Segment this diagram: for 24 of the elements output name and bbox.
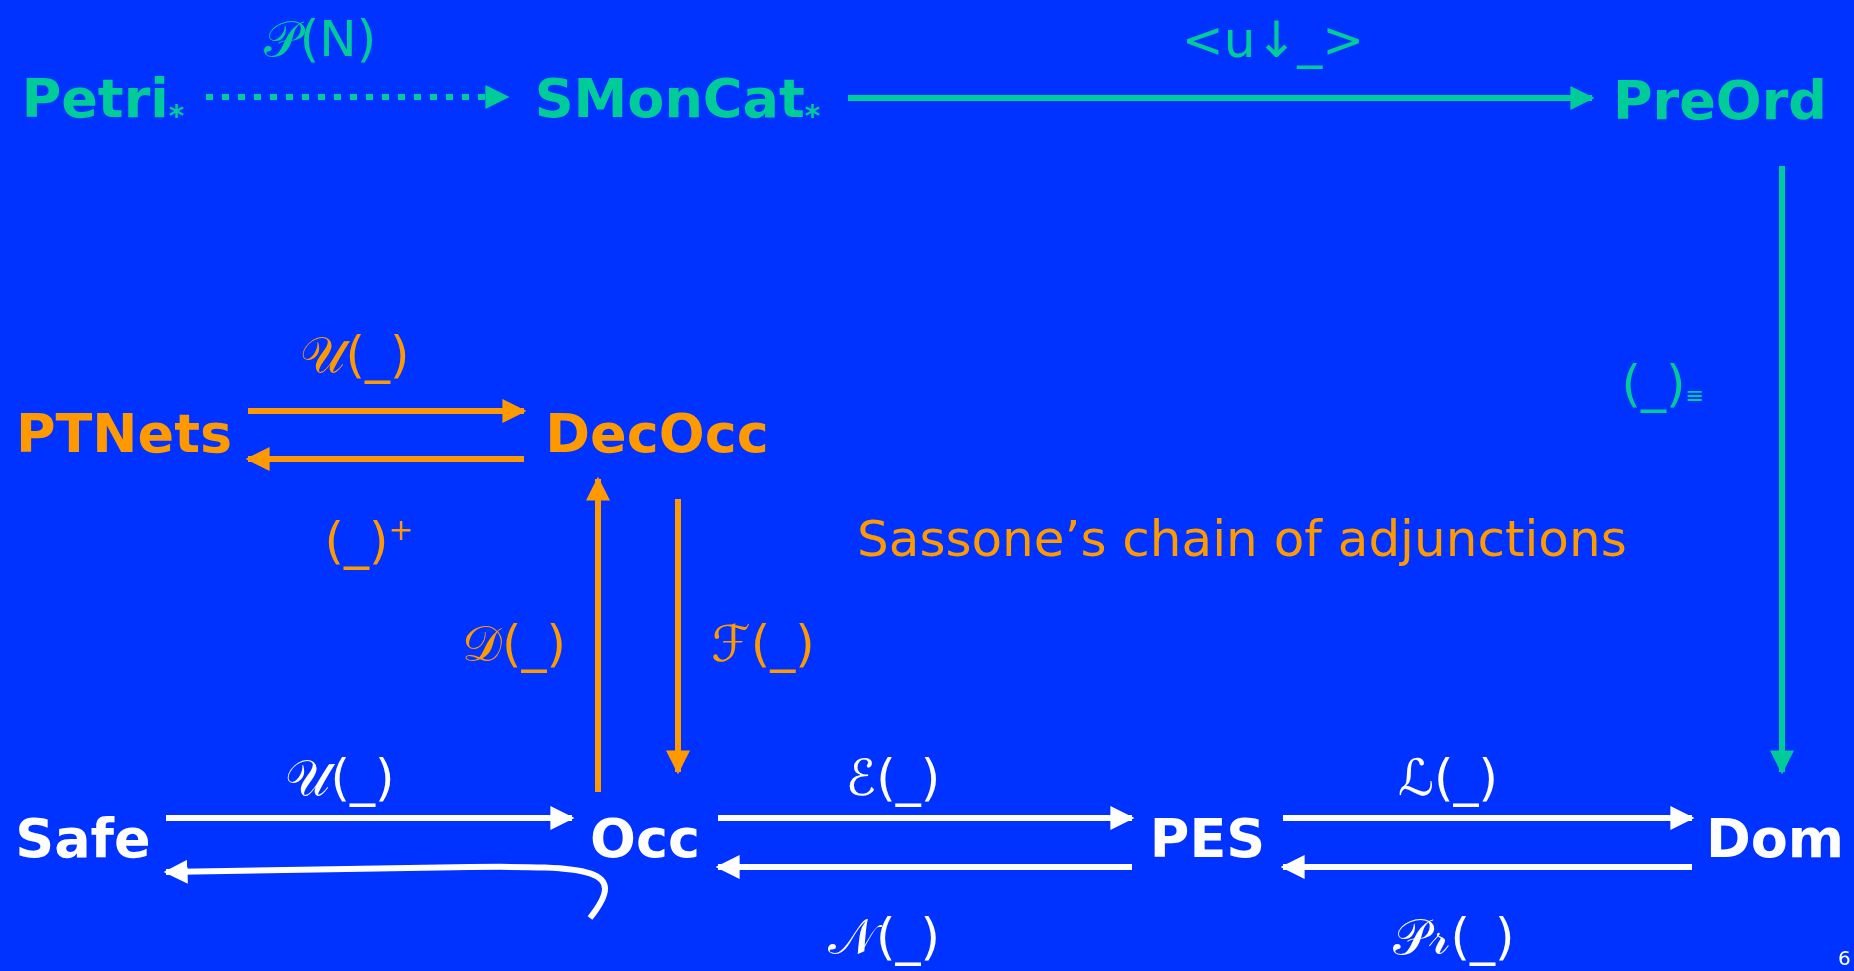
arrow	[206, 85, 510, 109]
category-label: PES	[1140, 800, 1275, 876]
arrow	[163, 859, 608, 920]
arrow	[248, 399, 527, 423]
arrow	[1770, 166, 1794, 775]
diagram-caption: Sassone’s chain of adjunctions	[857, 510, 1627, 568]
arrow	[848, 86, 1595, 110]
arrow	[1280, 855, 1692, 879]
arrow	[666, 499, 690, 775]
category-label: DecOcc	[532, 395, 782, 471]
category-label: Dom	[1700, 800, 1850, 876]
category-label: Safe	[8, 800, 158, 876]
arrow	[245, 447, 524, 471]
arrow	[166, 806, 575, 830]
arrow	[1283, 806, 1695, 830]
arrow	[586, 476, 610, 792]
category-label: Petri$_{*}$	[8, 62, 198, 138]
category-label: Occ	[580, 800, 710, 876]
category-label: PreOrd	[1600, 62, 1840, 138]
category-label: SMonCat$_{*}$	[515, 62, 840, 138]
page-number: 6	[1838, 946, 1851, 970]
arrow	[718, 806, 1135, 830]
category-label: PTNets	[8, 395, 240, 471]
arrow	[715, 855, 1132, 879]
